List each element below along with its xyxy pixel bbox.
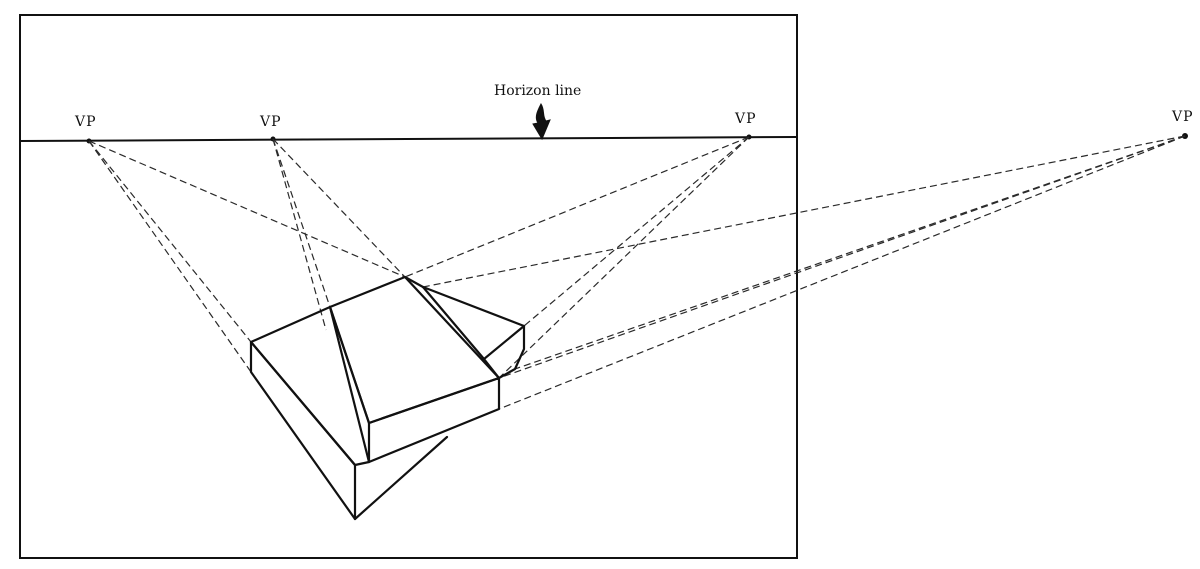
- construction-line: [523, 136, 750, 327]
- construction-line: [422, 135, 1186, 288]
- construction-line: [404, 136, 750, 278]
- bottom-wedge-edge: [353, 435, 449, 521]
- vp-label-2: VP: [259, 114, 282, 130]
- left-block-front-face: [249, 340, 357, 521]
- construction-line: [88, 140, 252, 373]
- construction-lines: [88, 135, 1186, 410]
- construction-line: [498, 135, 1186, 410]
- top-block-left-edge: [328, 305, 371, 425]
- top-back-edge: [403, 275, 425, 289]
- arrow-down-icon: [532, 103, 551, 141]
- right-block-fold: [421, 285, 486, 361]
- construction-line: [88, 140, 252, 343]
- construction-line: [272, 138, 406, 278]
- construction-line: [272, 138, 327, 331]
- construction-line: [514, 135, 1186, 370]
- picture-frame: [19, 14, 798, 559]
- right-block-top-edge: [421, 285, 526, 328]
- left-block-top-face: [249, 305, 371, 467]
- construction-line: [272, 138, 331, 308]
- construction-line: [498, 136, 750, 379]
- vp-label-3: VP: [734, 111, 757, 127]
- vp-label-4: VP: [1171, 109, 1194, 125]
- right-block-side-face: [482, 324, 526, 380]
- construction-line: [88, 140, 406, 278]
- top-block-top-face: [328, 275, 501, 425]
- perspective-object: [249, 275, 526, 521]
- construction-line: [498, 135, 1186, 379]
- horizon-line: [19, 136, 798, 142]
- vp-label-1: VP: [74, 114, 97, 130]
- horizon-line-label: Horizon line: [494, 83, 581, 99]
- top-block-front-face: [367, 376, 501, 464]
